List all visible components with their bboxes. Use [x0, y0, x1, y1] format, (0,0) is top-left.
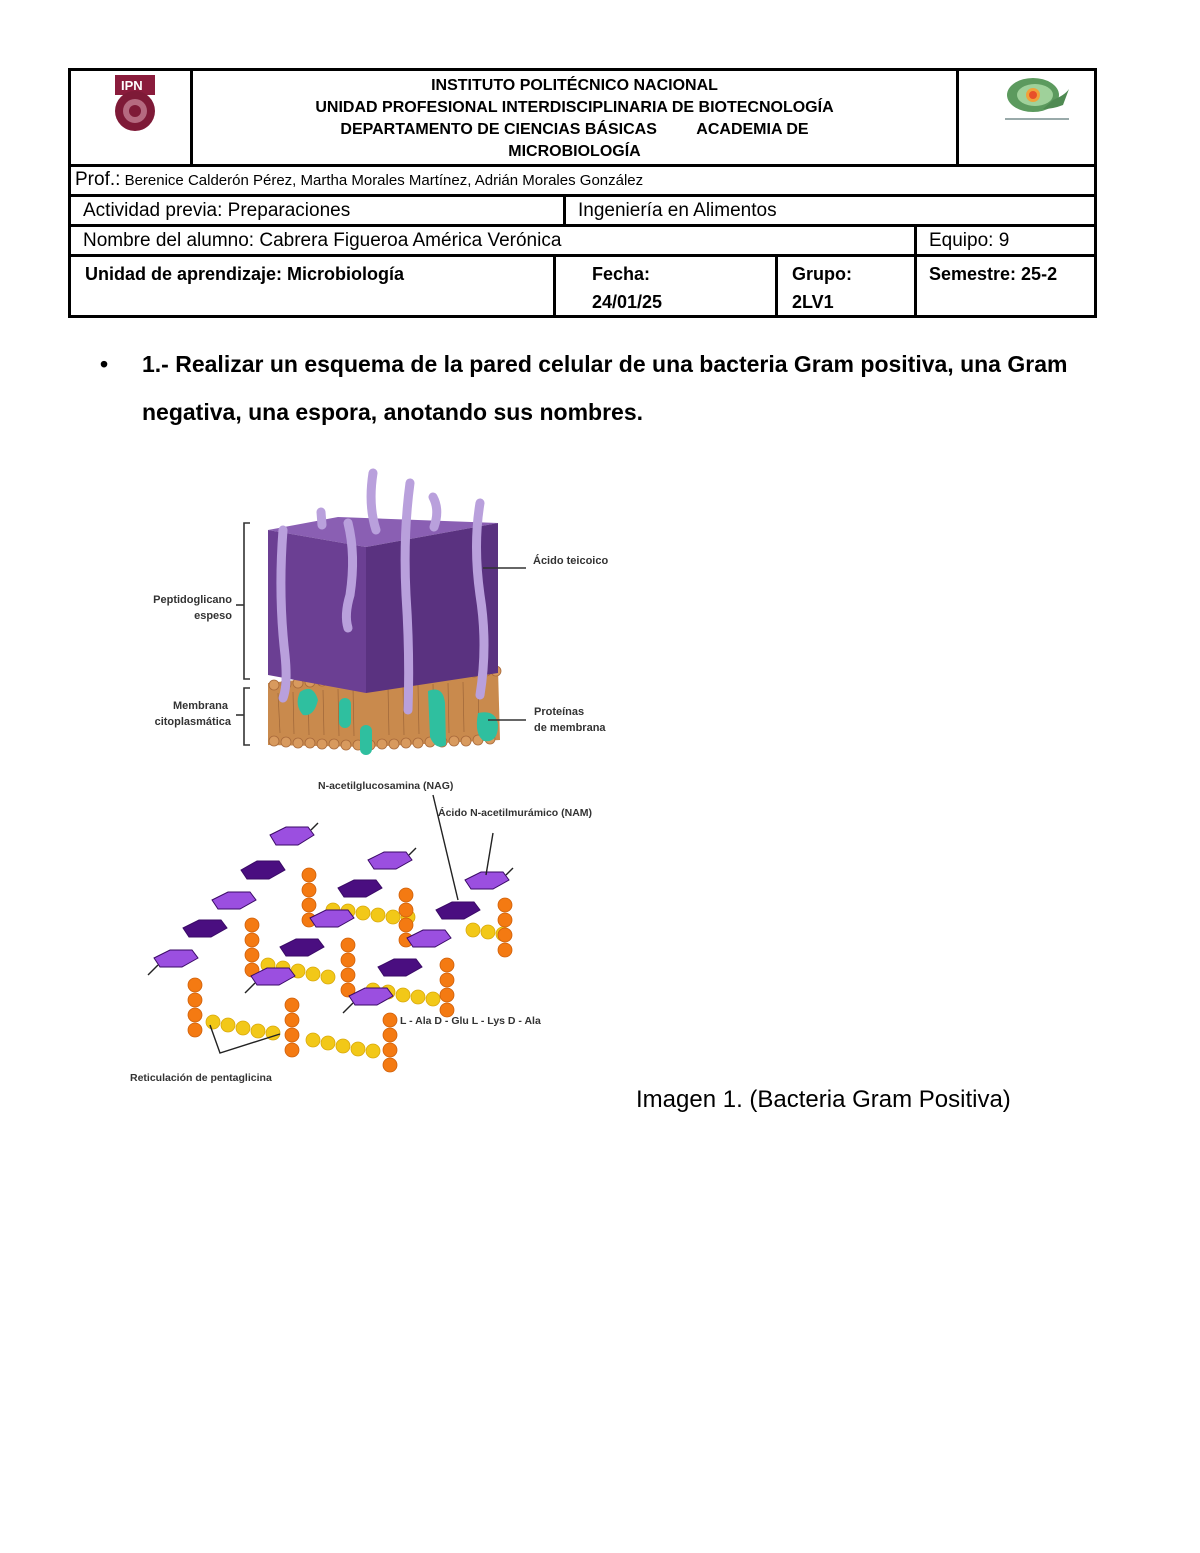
date-value: 24/01/25: [592, 292, 663, 312]
label-peptide: L - Ala D - Glu L - Lys D - Ala: [400, 1015, 541, 1027]
label-proteins-2: de membrana: [534, 722, 606, 734]
label-brackets: [236, 522, 526, 746]
label-nag: N-acetilglucosamina (NAG): [318, 780, 453, 792]
peptidoglycan-block: [268, 517, 498, 693]
institute-title: INSTITUTO POLITÉCNICO NACIONAL UNIDAD PR…: [193, 71, 959, 164]
program: Ingeniería en Alimentos: [578, 200, 777, 221]
group-value: 2LV1: [792, 292, 834, 312]
prof-names: Berenice Calderón Pérez, Martha Morales …: [120, 172, 644, 189]
professors: Prof.: Berenice Calderón Pérez, Martha M…: [71, 167, 1094, 194]
right-logo-cell: [959, 71, 1094, 164]
header-row-student: Nombre del alumno: Cabrera Figueroa Amér…: [71, 227, 1094, 257]
teichoic-acid-strands: [276, 468, 489, 715]
ipn-logo-icon: IPN: [115, 75, 155, 131]
activity: Actividad previa: Preparaciones: [71, 197, 566, 224]
label-membrane: Membrana: [173, 700, 229, 712]
lattice-pointers: [209, 794, 494, 1054]
date-cell: Fecha: 24/01/25: [556, 257, 778, 318]
label-proteins: Proteínas: [534, 706, 584, 718]
header-row-title: IPN INSTITUTO POLITÉCNICO NACIONAL UNIDA…: [71, 71, 1094, 167]
label-teichoic-acid: Ácido teicoico: [533, 554, 608, 567]
date-label: Fecha:: [592, 264, 651, 284]
cell-wall-illustration: Peptidoglicano espeso Ácido teicoico Mem…: [130, 468, 608, 1084]
student-name: Nombre del alumno: Cabrera Figueroa Amér…: [71, 227, 917, 254]
header-row-unit: Unidad de aprendizaje: Microbiología Fec…: [71, 257, 1094, 318]
gram-positive-diagram: Peptidoglicano espeso Ácido teicoico Mem…: [128, 455, 628, 1090]
task-text: 1.- Realizar un esquema de la pared celu…: [142, 351, 1068, 425]
institute-line-1: INSTITUTO POLITÉCNICO NACIONAL: [431, 77, 718, 94]
label-membrane-2: citoplasmática: [155, 716, 232, 728]
header-row-activity: Actividad previa: Preparaciones Ingenier…: [71, 197, 1094, 227]
group-cell: Grupo: 2LV1: [778, 257, 917, 318]
label-peptidoglycan-2: espeso: [194, 610, 232, 622]
upibi-logo-icon: [1005, 78, 1069, 120]
label-crosslink: Reticulación de pentaglicina: [130, 1072, 272, 1084]
institute-line-2: UNIDAD PROFESIONAL INTERDISCIPLINARIA DE…: [315, 99, 834, 116]
membrane-proteins: [297, 688, 498, 755]
bullet: •: [100, 351, 109, 377]
svg-text:IPN: IPN: [121, 78, 143, 93]
label-peptidoglycan: Peptidoglicano: [153, 594, 232, 606]
left-logo-cell: IPN: [71, 71, 193, 164]
semester: Semestre: 25-2: [929, 264, 1058, 284]
institute-line-4: MICROBIOLOGÍA: [508, 143, 641, 160]
team: Equipo: 9: [929, 230, 1010, 251]
group-label: Grupo:: [792, 264, 852, 284]
learning-unit: Unidad de aprendizaje: Microbiología: [71, 257, 556, 318]
figure-caption: Imagen 1. (Bacteria Gram Positiva): [636, 1086, 1011, 1113]
peptidoglycan-lattice: [147, 822, 514, 1073]
label-nam: Ácido N-acetilmurámico (NAM): [438, 806, 592, 819]
institute-line-3: DEPARTAMENTO DE CIENCIAS BÁSICAS ACADEMI…: [340, 121, 809, 138]
prof-label: Prof.:: [75, 169, 121, 190]
header-row-prof: Prof.: Berenice Calderón Pérez, Martha M…: [71, 167, 1094, 197]
header-table: IPN INSTITUTO POLITÉCNICO NACIONAL UNIDA…: [68, 68, 1097, 318]
